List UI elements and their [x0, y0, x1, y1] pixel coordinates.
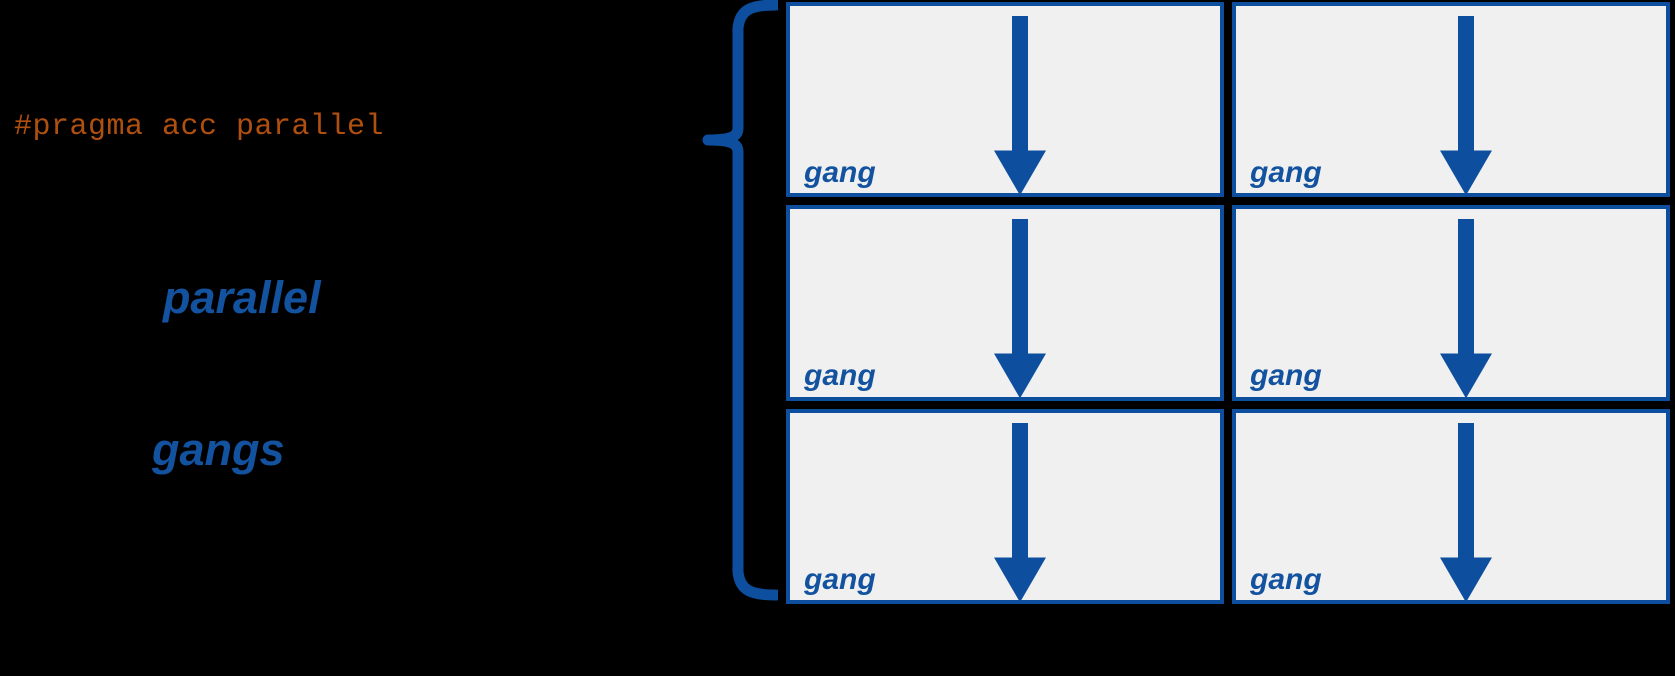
- gang-label: gang: [1250, 359, 1322, 393]
- down-arrow-icon: [1436, 16, 1496, 194]
- down-arrow-svg: [994, 422, 1046, 600]
- pragma-code-text: #pragma acc parallel: [14, 110, 385, 144]
- gang-box[interactable]: gang: [786, 408, 1224, 604]
- gang-box[interactable]: gang: [1232, 2, 1670, 198]
- annotation-gangs: gangs: [152, 424, 285, 475]
- down-arrow-svg: [994, 219, 1046, 397]
- gang-label: gang: [1250, 155, 1322, 189]
- curly-brace-svg: [702, 0, 782, 601]
- gang-box[interactable]: gang: [1232, 408, 1670, 604]
- gang-grid: gang gang gang: [786, 2, 1670, 604]
- annotation-parallel: parallel: [163, 272, 321, 323]
- down-arrow-svg: [994, 16, 1046, 194]
- down-arrow-svg: [1440, 16, 1492, 194]
- gang-label: gang: [804, 359, 876, 393]
- down-arrow-icon: [990, 422, 1050, 600]
- gang-label: gang: [804, 562, 876, 596]
- gang-label: gang: [804, 155, 876, 189]
- gang-box[interactable]: gang: [786, 205, 1224, 401]
- down-arrow-svg: [1440, 219, 1492, 397]
- curly-brace-icon: [648, 0, 782, 602]
- down-arrow-icon: [1436, 422, 1496, 600]
- down-arrow-icon: [990, 219, 1050, 397]
- down-arrow-icon: [990, 16, 1050, 194]
- down-arrow-svg: [1440, 422, 1492, 600]
- gang-box[interactable]: gang: [786, 2, 1224, 198]
- down-arrow-icon: [1436, 219, 1496, 397]
- gang-label: gang: [1250, 562, 1322, 596]
- gang-box[interactable]: gang: [1232, 205, 1670, 401]
